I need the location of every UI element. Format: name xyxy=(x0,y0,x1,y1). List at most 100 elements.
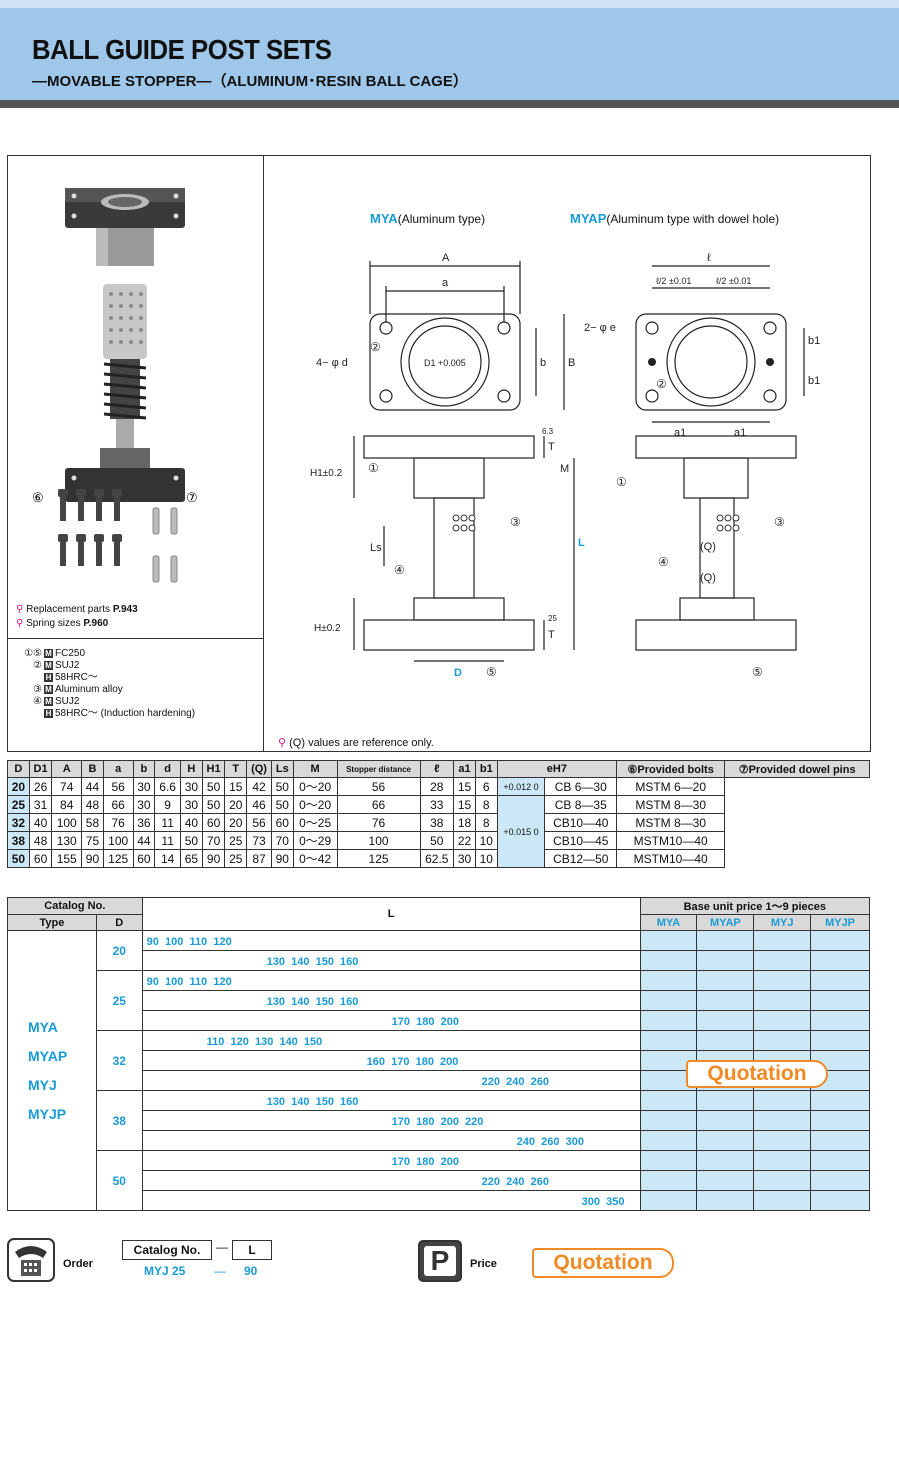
dimension-cell: 70 xyxy=(270,831,294,850)
price-cell xyxy=(810,930,870,951)
catalog-d-cell: 38 xyxy=(95,1090,143,1151)
l-values[interactable]: 90 100 110 120 xyxy=(146,935,232,948)
l-values[interactable]: 220 240 260 xyxy=(481,1175,549,1188)
l-values[interactable]: 130 140 150 160 xyxy=(266,1095,359,1108)
l-values[interactable]: 110 120 130 140 150 xyxy=(206,1035,323,1048)
hint-icon: ⚲ xyxy=(16,604,24,615)
dim-col-header: H1 xyxy=(201,760,226,778)
dowel-hole-left xyxy=(648,358,656,366)
callout-2-myap: ② xyxy=(656,377,667,391)
price-cell xyxy=(810,1130,870,1151)
quotation-badge[interactable]: Quotation xyxy=(686,1060,828,1088)
page-subtitle: —MOVABLE STOPPER—（ALUMINUM･RESIN BALL CA… xyxy=(32,73,468,90)
price-cell xyxy=(810,990,870,1011)
page-ref-replacement[interactable]: P.943 xyxy=(112,604,138,615)
price-cell xyxy=(753,1150,812,1171)
dim-b1-upper: b1 xyxy=(808,335,820,347)
myap-section-upper xyxy=(635,435,797,459)
type-code: MYAP xyxy=(28,1047,68,1064)
price-cell xyxy=(810,950,870,971)
l-values-cell: 130 140 150 160 xyxy=(141,990,641,1011)
l-values[interactable]: 160 170 180 200 xyxy=(366,1055,459,1068)
l-values[interactable]: 220 240 260 xyxy=(481,1075,549,1088)
dimension-cell: 130 xyxy=(51,831,83,850)
dim-T-lower: T xyxy=(548,629,555,641)
dim-col-header: D xyxy=(7,760,30,778)
dimension-cell: 74 xyxy=(51,777,83,796)
dimension-cell: 76 xyxy=(336,813,421,832)
order-example-dash: — xyxy=(214,1264,226,1278)
dimension-cell: 90 xyxy=(81,849,104,868)
hint-icon: ⚲ xyxy=(16,618,24,629)
material-mark-icon: M xyxy=(44,685,53,694)
dimension-cell: 56 xyxy=(336,777,421,796)
callout-3: ③ xyxy=(510,515,521,529)
dim-col-header: D1 xyxy=(28,760,53,778)
order-section: Order xyxy=(7,1238,93,1287)
dimension-cell: 10 xyxy=(474,849,498,868)
dim-M: M xyxy=(560,463,569,475)
dimension-cell: 50 xyxy=(201,777,226,796)
dimension-cell: 76 xyxy=(102,813,134,832)
l-values-cell: 90 100 110 120 xyxy=(141,930,641,951)
catalog-row: 220 240 260 xyxy=(8,1170,870,1191)
price-col-myjp: MYJP xyxy=(810,914,870,931)
dimension-cell: 0～25 xyxy=(292,813,338,832)
price-col-mya: MYA xyxy=(639,914,698,931)
dimension-cell: 9 xyxy=(154,795,181,814)
price-cell xyxy=(696,1110,755,1131)
dim-a: a xyxy=(442,277,449,289)
price-cell xyxy=(696,930,755,951)
price-cell xyxy=(696,1030,755,1051)
dimension-cell: 30 xyxy=(132,777,156,796)
dim-col-header: b xyxy=(132,760,156,778)
callout-5: ⑤ xyxy=(486,665,497,679)
dimension-cell: 65 xyxy=(180,849,203,868)
product-photo-panel: ⑥ ⑦ ⚲ Replacement parts P.943 ⚲ Spring s… xyxy=(8,156,264,751)
price-cell xyxy=(753,1130,812,1151)
price-col-myj: MYJ xyxy=(753,914,812,931)
dimension-cell: 56 xyxy=(102,777,134,796)
price-cell xyxy=(753,1030,812,1051)
l-values[interactable]: 240 260 300 xyxy=(516,1135,584,1148)
dimension-cell: 0～29 xyxy=(292,831,338,850)
catalog-row: 170 180 200 220 xyxy=(8,1110,870,1131)
dim-Ls: Ls xyxy=(370,542,382,554)
dimension-cell: 11 xyxy=(154,813,181,832)
l-values[interactable]: 170 180 200 xyxy=(391,1155,459,1168)
material-mark-icon: M xyxy=(44,697,53,706)
price-cell xyxy=(810,970,870,991)
tolerance-cell: +0.012 0 xyxy=(496,777,546,796)
dimension-cell: 66 xyxy=(102,795,134,814)
l-values[interactable]: 170 180 200 xyxy=(391,1015,459,1028)
l-values[interactable]: 90 100 110 120 xyxy=(146,975,232,988)
dimension-cell: 58 xyxy=(81,813,104,832)
l-values[interactable]: 300 350 xyxy=(581,1195,625,1208)
l-values[interactable]: 130 140 150 160 xyxy=(266,995,359,1008)
dimension-cell: 90 xyxy=(270,849,294,868)
price-cell xyxy=(810,1110,870,1131)
page-ref-spring[interactable]: P.960 xyxy=(83,618,109,629)
l-values-cell: 220 240 260 xyxy=(141,1070,641,1091)
part6-label: ⑥ xyxy=(32,490,44,505)
catalog-row: 130 140 150 160 xyxy=(8,950,870,971)
dimension-cell: 50 xyxy=(270,777,294,796)
l-values[interactable]: 130 140 150 160 xyxy=(266,955,359,968)
price-cell xyxy=(639,990,698,1011)
dimension-cell: 31 xyxy=(28,795,53,814)
l-values-cell: 170 180 200 xyxy=(141,1010,641,1031)
dimension-cell: 8 xyxy=(474,795,498,814)
dim-col-header: ⑦Provided dowel pins xyxy=(724,760,870,778)
callout-4: ④ xyxy=(394,563,405,577)
price-cell xyxy=(810,1030,870,1051)
order-quotation-badge[interactable]: Quotation xyxy=(532,1248,674,1278)
q-reference-note: ⚲ (Q) values are reference only. xyxy=(278,737,434,749)
dimension-cell: CB 8—35 xyxy=(544,795,618,814)
dimension-cell: 38 xyxy=(419,813,455,832)
l-values[interactable]: 170 180 200 220 xyxy=(391,1115,484,1128)
price-cell xyxy=(696,1090,755,1111)
